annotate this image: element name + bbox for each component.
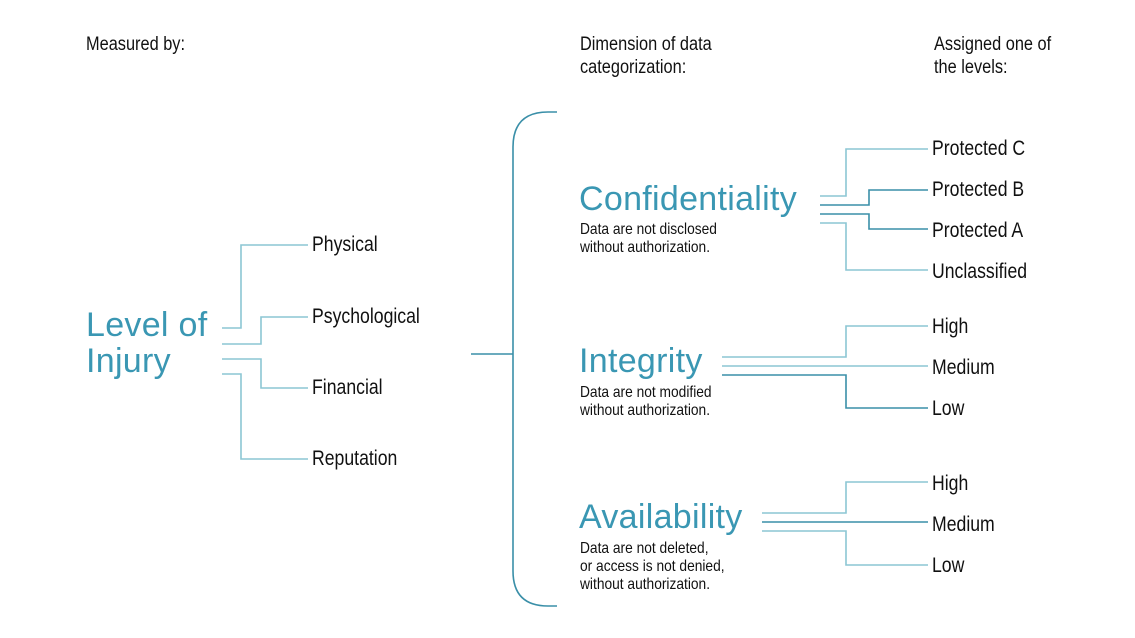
header-assigned-line2: the levels: bbox=[934, 57, 1008, 78]
measure-financial: Financial bbox=[312, 376, 383, 399]
connector-psychological bbox=[222, 316, 308, 345]
injury-title: Level of Injury bbox=[86, 307, 207, 379]
header-assigned: Assigned one of the levels: bbox=[934, 33, 1051, 79]
header-dimension-line1: Dimension of data bbox=[580, 34, 712, 55]
connector-physical bbox=[222, 244, 308, 329]
measure-reputation: Reputation bbox=[312, 447, 398, 470]
connector-integrity-low bbox=[722, 374, 928, 409]
level-protected-a: Protected A bbox=[932, 219, 1024, 242]
description-line: Data are not deleted, bbox=[580, 540, 709, 557]
dimension-integrity: Integrity bbox=[579, 342, 703, 380]
availability-level-low: Low bbox=[932, 554, 965, 577]
dimension-availability: Availability bbox=[579, 498, 743, 536]
measure-physical: Physical bbox=[312, 233, 378, 256]
connector-financial bbox=[222, 358, 308, 389]
connector-protected-c bbox=[820, 148, 928, 197]
description-line: without authorization. bbox=[580, 402, 711, 419]
integrity-level-medium: Medium bbox=[932, 356, 995, 379]
availability-level-high: High bbox=[932, 472, 969, 495]
header-dimension-line2: categorization: bbox=[580, 57, 687, 78]
connector-protected-a bbox=[820, 213, 928, 230]
availability-description: Data are not deleted, or access is not d… bbox=[580, 540, 725, 594]
bracket bbox=[512, 111, 557, 607]
confidentiality-description: Data are not disclosed without authoriza… bbox=[580, 221, 717, 257]
header-assigned-line1: Assigned one of bbox=[934, 34, 1052, 55]
header-dimension: Dimension of data categorization: bbox=[580, 33, 712, 79]
description-line: without authorization. bbox=[580, 239, 711, 256]
description-line: Data are not disclosed bbox=[580, 221, 717, 238]
integrity-level-high: High bbox=[932, 315, 969, 338]
connector-unclassified bbox=[820, 222, 928, 271]
integrity-level-low: Low bbox=[932, 397, 965, 420]
description-line: Data are not modified bbox=[580, 384, 712, 401]
injury-title-line2: Injury bbox=[86, 342, 171, 380]
injury-title-line1: Level of bbox=[86, 306, 208, 344]
level-protected-c: Protected C bbox=[932, 137, 1026, 160]
connector-reputation bbox=[222, 373, 308, 460]
integrity-description: Data are not modified without authorizat… bbox=[580, 384, 712, 420]
header-measured-by: Measured by: bbox=[86, 34, 186, 55]
dimension-confidentiality: Confidentiality bbox=[579, 180, 798, 218]
connector-protected-b bbox=[820, 189, 928, 206]
description-line: or access is not denied, bbox=[580, 558, 725, 575]
level-unclassified: Unclassified bbox=[932, 260, 1028, 283]
measure-psychological: Psychological bbox=[312, 305, 420, 328]
connector-availability-low bbox=[762, 530, 928, 566]
connector-availability-high bbox=[762, 481, 928, 514]
level-protected-b: Protected B bbox=[932, 178, 1025, 201]
description-line: without authorization. bbox=[580, 576, 711, 593]
connector-integrity-high bbox=[722, 325, 928, 358]
availability-level-medium: Medium bbox=[932, 513, 995, 536]
